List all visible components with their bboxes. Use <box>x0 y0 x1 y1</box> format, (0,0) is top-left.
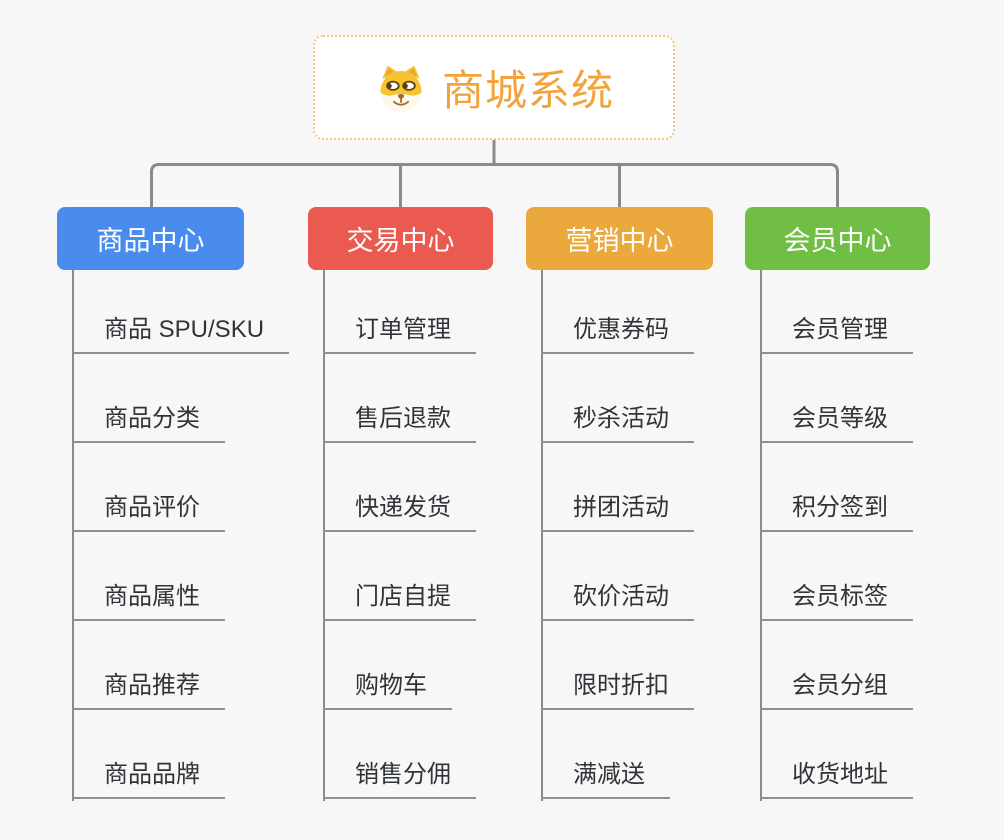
leaf-label: 购物车 <box>323 672 452 710</box>
root-node[interactable]: 商城系统 <box>313 35 675 140</box>
leaf-node[interactable]: 收货地址 <box>760 710 1004 799</box>
leaf-label: 限时折扣 <box>541 672 694 710</box>
leaf-label: 商品分类 <box>72 405 225 443</box>
leaf-node[interactable]: 商品分类 <box>72 354 342 443</box>
leaf-node[interactable]: 会员等级 <box>760 354 1004 443</box>
leaf-node[interactable]: 满减送 <box>541 710 811 799</box>
leaf-label: 拼团活动 <box>541 494 694 532</box>
leaf-label: 收货地址 <box>760 761 913 799</box>
leaf-node[interactable]: 会员管理 <box>760 270 1004 354</box>
leaf-node[interactable]: 购物车 <box>323 621 593 710</box>
column-spine-line <box>541 270 543 801</box>
leaf-label: 会员等级 <box>760 405 913 443</box>
leaf-node[interactable]: 商品属性 <box>72 532 342 621</box>
leaf-label: 销售分佣 <box>323 761 476 799</box>
leaf-node[interactable]: 销售分佣 <box>323 710 593 799</box>
column-spine-line <box>323 270 325 801</box>
doge-icon <box>380 65 422 112</box>
branch-node-trade-center[interactable]: 交易中心 <box>308 207 493 270</box>
leaf-label: 满减送 <box>541 761 670 799</box>
leaf-node[interactable]: 快递发货 <box>323 443 593 532</box>
branch-label: 交易中心 <box>346 226 455 256</box>
leaf-label: 订单管理 <box>323 316 476 354</box>
leaf-label: 售后退款 <box>323 405 476 443</box>
leaf-label: 秒杀活动 <box>541 405 694 443</box>
leaf-label: 快递发货 <box>323 494 476 532</box>
leaf-label: 积分签到 <box>760 494 913 532</box>
leaf-label: 商品推荐 <box>72 672 225 710</box>
leaf-node[interactable]: 会员标签 <box>760 532 1004 621</box>
leaf-node[interactable]: 商品评价 <box>72 443 342 532</box>
leaf-node[interactable]: 会员分组 <box>760 621 1004 710</box>
leaf-node[interactable]: 售后退款 <box>323 354 593 443</box>
leaf-column-product: 商品 SPU/SKU 商品分类 商品评价 商品属性 商品推荐 商品品牌 <box>72 270 342 799</box>
branch-label: 商品中心 <box>96 226 205 256</box>
branch-rail-line <box>150 163 839 210</box>
leaf-label: 砍价活动 <box>541 583 694 621</box>
branch-node-product-center[interactable]: 商品中心 <box>57 207 244 270</box>
leaf-node[interactable]: 限时折扣 <box>541 621 811 710</box>
branch-node-member-center[interactable]: 会员中心 <box>745 207 930 270</box>
leaf-label: 商品 SPU/SKU <box>72 316 290 354</box>
leaf-node[interactable]: 订单管理 <box>323 270 593 354</box>
leaf-node[interactable]: 门店自提 <box>323 532 593 621</box>
leaf-node[interactable]: 砍价活动 <box>541 532 811 621</box>
leaf-label: 会员标签 <box>760 583 913 621</box>
leaf-column-trade: 订单管理 售后退款 快递发货 门店自提 购物车 销售分佣 <box>323 270 593 799</box>
leaf-label: 会员分组 <box>760 672 913 710</box>
leaf-column-member: 会员管理 会员等级 积分签到 会员标签 会员分组 收货地址 <box>760 270 1004 799</box>
leaf-node[interactable]: 优惠券码 <box>541 270 811 354</box>
leaf-node[interactable]: 商品推荐 <box>72 621 342 710</box>
leaf-label: 门店自提 <box>323 583 476 621</box>
leaf-label: 商品品牌 <box>72 761 225 799</box>
branch-label: 会员中心 <box>783 226 892 256</box>
leaf-node[interactable]: 商品 SPU/SKU <box>72 270 342 354</box>
leaf-node[interactable]: 秒杀活动 <box>541 354 811 443</box>
root-label: 商城系统 <box>441 67 614 114</box>
branch-node-marketing-center[interactable]: 营销中心 <box>526 207 713 270</box>
leaf-column-marketing: 优惠券码 秒杀活动 拼团活动 砍价活动 限时折扣 满减送 <box>541 270 811 799</box>
leaf-node[interactable]: 积分签到 <box>760 443 1004 532</box>
leaf-label: 商品评价 <box>72 494 225 532</box>
leaf-label: 优惠券码 <box>541 316 694 354</box>
branch-label: 营销中心 <box>565 226 674 256</box>
leaf-node[interactable]: 拼团活动 <box>541 443 811 532</box>
leaf-label: 会员管理 <box>760 316 913 354</box>
leaf-label: 商品属性 <box>72 583 225 621</box>
column-spine-line <box>72 270 74 801</box>
leaf-node[interactable]: 商品品牌 <box>72 710 342 799</box>
column-spine-line <box>760 270 762 801</box>
